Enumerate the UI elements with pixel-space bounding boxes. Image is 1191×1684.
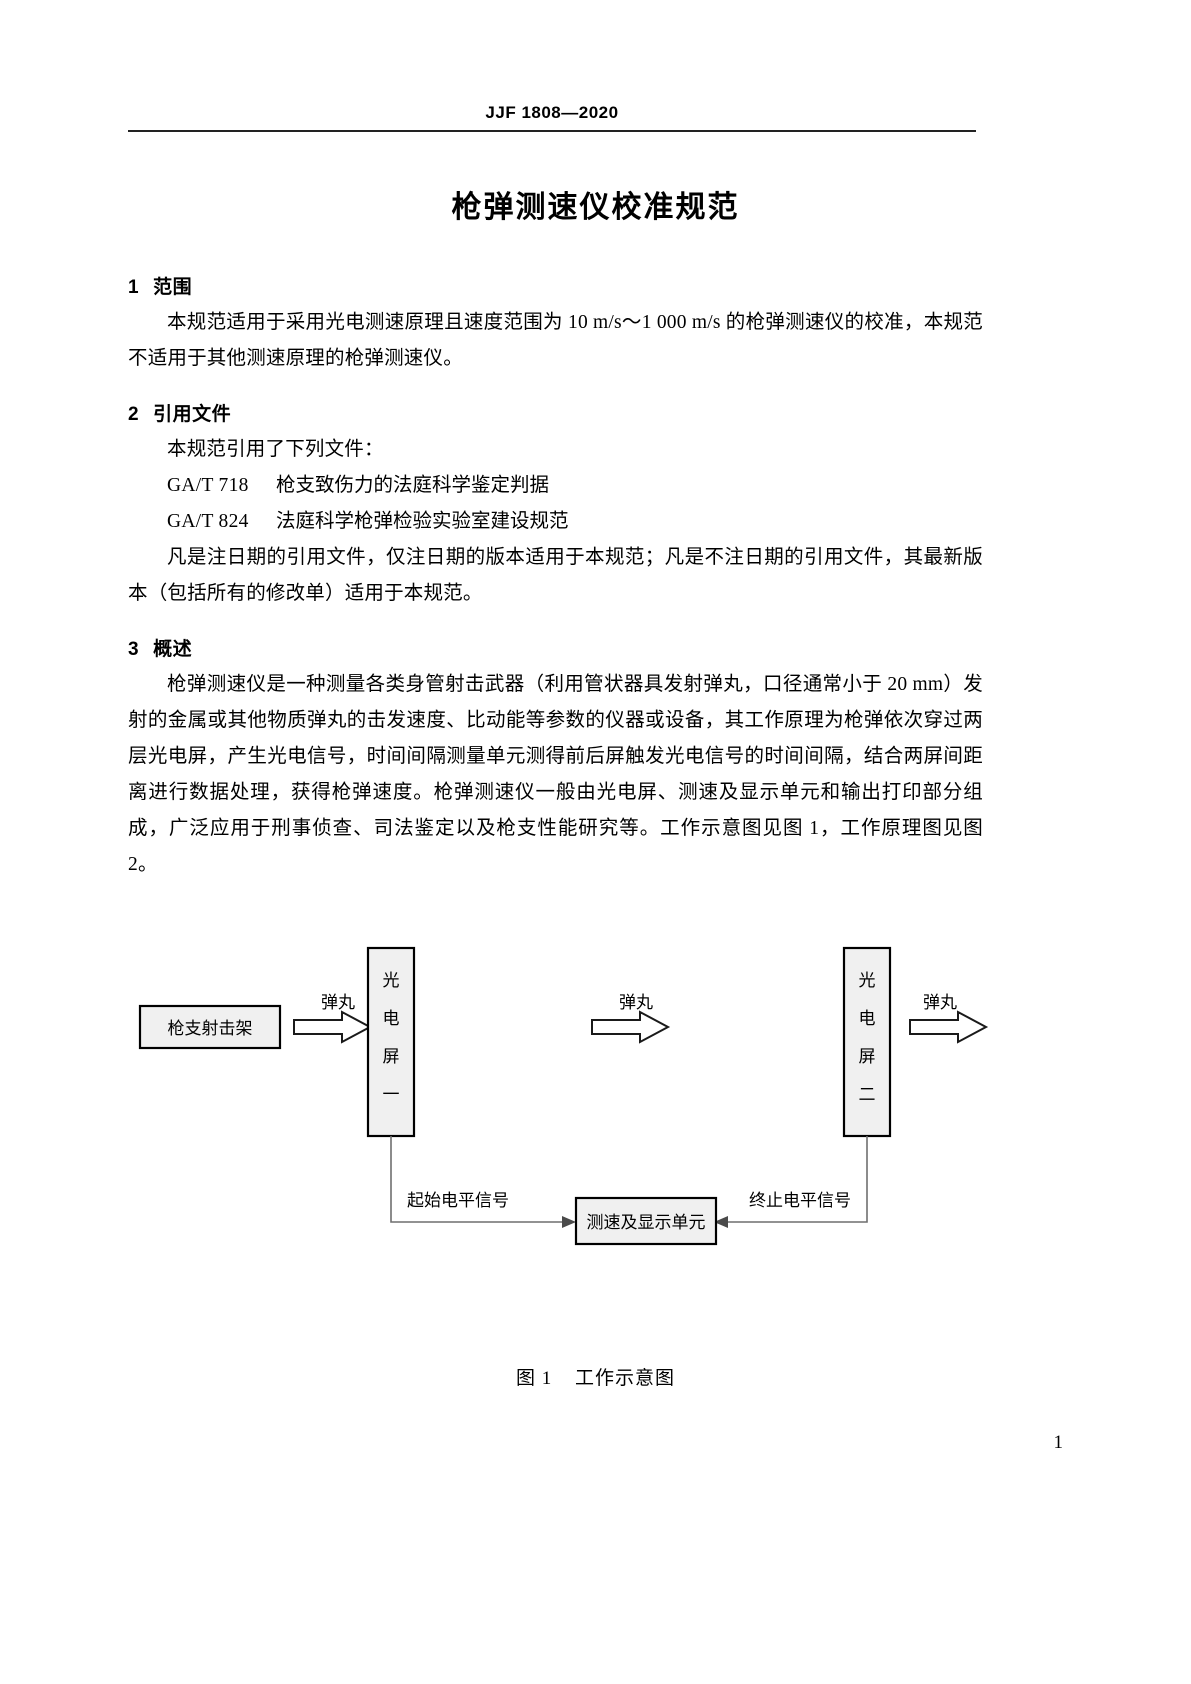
edge-label-projectile-1: 弹丸 xyxy=(321,993,355,1012)
reference-item: GA/T 718 枪支致伤力的法庭科学鉴定判据 xyxy=(128,468,983,504)
section-3-paragraph-1: 枪弹测速仪是一种测量各类身管射击武器（利用管状器具发射弹丸，口径通常小于 20 … xyxy=(128,674,983,875)
section-2-paragraph-1: 凡是注日期的引用文件，仅注日期的版本适用于本规范；凡是不注日期的引用文件，其最新… xyxy=(128,547,983,604)
node-screen-two-char: 光 xyxy=(859,971,876,990)
document-body: 1 范围 本规范适用于采用光电测速原理且速度范围为 10 m/s～1 000 m/… xyxy=(128,272,983,883)
node-screen-one-char: 电 xyxy=(383,1009,400,1028)
reference-item: GA/T 824 法庭科学枪弹检验实验室建设规范 xyxy=(128,504,983,540)
section-heading-3: 3 概述 xyxy=(128,634,983,661)
section-number-1: 1 xyxy=(128,277,140,298)
edge-label-projectile-3: 弹丸 xyxy=(923,993,957,1012)
section-heading-2: 2 引用文件 xyxy=(128,399,983,426)
node-screen-one-box xyxy=(366,946,416,1138)
arrowhead-stop-signal-icon xyxy=(714,1216,728,1228)
node-firing-rack-label: 枪支射击架 xyxy=(168,1019,253,1038)
node-screen-one-char: 光 xyxy=(383,971,400,990)
node-screen-two-char: 二 xyxy=(859,1085,876,1104)
section-number-3: 3 xyxy=(128,639,140,660)
figure-caption-text: 工作示意图 xyxy=(575,1368,676,1389)
page-header: JJF 1808—2020 xyxy=(128,104,976,132)
section-title-2: 引用文件 xyxy=(153,404,232,425)
section-2-lead: 本规范引用了下列文件： xyxy=(167,439,384,460)
node-screen-two-char: 屏 xyxy=(859,1047,876,1066)
node-screen-one-char: 屏 xyxy=(383,1047,400,1066)
reference-code-1: GA/T 718 xyxy=(167,475,249,496)
section-1-paragraph-1: 本规范适用于采用光电测速原理且速度范围为 10 m/s～1 000 m/s 的枪… xyxy=(128,312,983,369)
reference-title-1: 枪支致伤力的法庭科学鉴定判据 xyxy=(275,475,549,496)
edge-label-stop-signal: 终止电平信号 xyxy=(749,1191,851,1210)
header-divider xyxy=(128,130,976,132)
connector-stop-signal xyxy=(728,1136,868,1223)
section-title-3: 概述 xyxy=(153,639,193,660)
arrow-projectile-1-icon xyxy=(293,1010,373,1044)
reference-code-2: GA/T 824 xyxy=(167,511,249,532)
arrow-projectile-3-icon xyxy=(909,1010,989,1044)
reference-title-2: 法庭科学枪弹检验实验室建设规范 xyxy=(275,511,569,532)
page-title: 枪弹测速仪校准规范 xyxy=(451,191,740,224)
section-number-2: 2 xyxy=(128,404,140,425)
arrow-projectile-2-icon xyxy=(591,1010,671,1044)
connector-start-signal xyxy=(390,1136,562,1223)
page-number: 1 xyxy=(1053,1432,1064,1453)
edge-label-start-signal: 起始电平信号 xyxy=(407,1191,509,1210)
edge-label-projectile-2: 弹丸 xyxy=(619,993,653,1012)
node-screen-one-char: 一 xyxy=(383,1085,400,1104)
node-display-unit-box xyxy=(574,1196,718,1246)
figure-1-caption: 图 1 工作示意图 xyxy=(0,1363,1191,1390)
section-references: 2 引用文件 本规范引用了下列文件： GA/T 718 枪支致伤力的法庭科学鉴定判据… xyxy=(128,399,983,612)
section-title-1: 范围 xyxy=(153,277,193,298)
node-firing-rack-box xyxy=(138,1004,282,1050)
node-screen-two-char: 电 xyxy=(859,1009,876,1028)
section-heading-1: 1 范围 xyxy=(128,272,983,299)
node-display-unit-label: 测速及显示单元 xyxy=(587,1213,706,1232)
arrowhead-start-signal-icon xyxy=(562,1216,576,1228)
figure-1-diagram: 枪支射击架 弹丸 光 电 屏 一 弹丸 光 电 屏 二 弹丸 xyxy=(128,940,1063,1320)
section-overview: 3 概述 枪弹测速仪是一种测量各类身管射击武器（利用管状器具发射弹丸，口径通常小于… xyxy=(128,634,983,883)
figure-caption-label: 图 1 xyxy=(515,1368,553,1389)
section-scope: 1 范围 本规范适用于采用光电测速原理且速度范围为 10 m/s～1 000 m/… xyxy=(128,272,983,377)
standard-code: JJF 1808—2020 xyxy=(485,103,619,122)
